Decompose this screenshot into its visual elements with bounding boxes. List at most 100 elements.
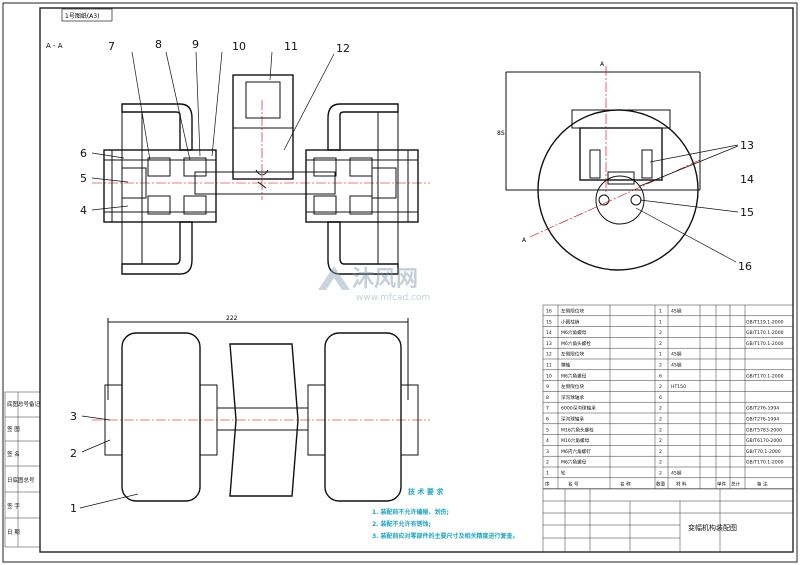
tech-requirements: 技 术 要 求 1. 装配前不允许磕碰、划伤; 2. 装配不允许有锈蚀; 3. … [372, 487, 519, 540]
bom-name-1: 轮 [561, 470, 566, 477]
bom-name-3: M6内六角螺钉 [561, 448, 591, 455]
bom-header-2: 名 称 [620, 480, 631, 487]
bom-qty-16: 1 [659, 309, 662, 315]
bom-header-4: 材 料 [676, 480, 687, 487]
section-mark-bottom: A [522, 237, 527, 244]
bom-header-6: 总计 [731, 480, 741, 487]
bom-material-12: 45钢 [671, 351, 682, 358]
sheet-tag: 1号图纸(A3) [65, 12, 99, 20]
bom-no-1: 1 [546, 471, 549, 477]
bom-qty-14: 2 [659, 330, 662, 336]
bom-qty-3: 2 [659, 449, 662, 455]
dim-height: 8S [497, 130, 505, 137]
callout-9: 9 [192, 38, 199, 51]
bom-name-7: 6000深沟球轴承 [561, 405, 596, 412]
drawing-title: 变幅机构装配图 [688, 523, 737, 532]
callout-10: 10 [232, 40, 246, 53]
bom-standard-10: GB/T170.1-2000 [746, 373, 784, 379]
side-cell-5: 日 期 [7, 529, 20, 536]
section-label: A - A [46, 42, 63, 50]
bom-standard-6: GB/T276-1994 [746, 417, 779, 423]
bom-qty-7: 2 [659, 406, 662, 412]
bom-name-13: M6六角头螺栓 [561, 340, 591, 347]
bom-qty-5: 2 [659, 427, 662, 433]
bom-header-0: 序 [545, 480, 550, 487]
side-cell-2: 签 名 [7, 450, 20, 458]
side-view: 8S A A [497, 61, 701, 271]
side-cell-4: 签 字 [7, 502, 20, 510]
bom-qty-11: 2 [659, 363, 662, 369]
sheet-tag-box [61, 8, 113, 22]
side-cell-3: 日底图总号 [7, 476, 35, 484]
bom-name-12: 左侧限位块 [561, 351, 584, 358]
side-cell-0: 底图总号备记 [7, 400, 41, 408]
bom-standard-14: GB/T170.1-2000 [746, 330, 784, 336]
callout-16: 16 [738, 260, 752, 273]
callout-15: 15 [740, 206, 754, 219]
bom-standard-5: GB/T5783-2000 [746, 427, 782, 433]
callout-6: 6 [80, 147, 87, 160]
bom-qty-10: 6 [659, 373, 662, 379]
watermark-brand: 沐风网 [352, 267, 418, 292]
bom-no-3: 3 [546, 449, 549, 455]
bom-no-4: 4 [546, 438, 549, 444]
front-view: 222 [92, 315, 430, 502]
bom-material-9: HT150 [671, 384, 686, 390]
callouts: 1 2 3 4 5 6 7 8 9 10 11 12 13 15 16 14 [70, 38, 754, 515]
bom-no-16: 16 [546, 309, 552, 315]
callout-12: 12 [336, 42, 350, 55]
bom-standard-4: GB/T6170-2000 [746, 438, 782, 444]
bom-qty-6: 2 [659, 417, 662, 423]
bom-no-13: 13 [546, 341, 552, 347]
watermark-logo-icon [318, 266, 350, 290]
callout-5: 5 [80, 172, 87, 185]
bom-no-5: 5 [546, 427, 549, 433]
watermark: 沐风网 www.mfcad.com [318, 266, 430, 303]
bom-header-5: 单件 [717, 480, 727, 487]
callout-8: 8 [155, 38, 162, 51]
bom-name-6: 深沟球轴承 [561, 416, 584, 423]
inner-frame [39, 7, 794, 553]
callout-4: 4 [80, 204, 87, 217]
bom-name-16: 左侧限位块 [561, 308, 584, 315]
callout-1: 1 [70, 502, 77, 515]
tech-req-3: 3. 装配前应对零部件的主要尺寸及相关精度进行复查。 [372, 532, 519, 540]
bom-no-10: 10 [546, 373, 552, 379]
bom-no-9: 9 [546, 384, 549, 390]
bom-qty-1: 2 [659, 471, 662, 477]
dim-width: 222 [226, 315, 238, 322]
bom-standard-2: GB/T170.1-2000 [746, 460, 784, 466]
bom-no-11: 11 [546, 363, 552, 369]
bom-name-8: 深沟球轴承 [561, 394, 584, 401]
bom-no-2: 2 [546, 460, 549, 466]
bom-name-2: M6六角螺母 [561, 459, 587, 466]
bom-no-12: 12 [546, 352, 552, 358]
callout-3: 3 [70, 410, 77, 423]
bom-no-14: 14 [546, 330, 552, 336]
bom-qty-8: 6 [659, 395, 662, 401]
bom-qty-4: 2 [659, 438, 662, 444]
callout-11: 11 [284, 40, 298, 53]
bom-name-15: 小圆柱销 [561, 318, 580, 325]
bom-standard-13: GB/T170.1-2000 [746, 341, 784, 347]
tech-req-1: 1. 装配前不允许磕碰、划伤; [372, 508, 449, 516]
bom-name-11: 横轴 [561, 362, 571, 369]
bom-qty-12: 1 [659, 352, 662, 358]
bom-name-10: M6六角螺母 [561, 372, 587, 379]
callout-2: 2 [70, 447, 77, 460]
bom-no-6: 6 [546, 417, 549, 423]
bom-name-4: M16六角螺母 [561, 437, 590, 444]
bom-name-9: 左侧限位块 [561, 383, 584, 390]
bom-no-15: 15 [546, 319, 552, 325]
bom-material-1: 45钢 [671, 470, 682, 477]
bom-standard-3: GB/T70.1-2000 [746, 449, 781, 455]
bom-qty-9: 2 [659, 384, 662, 390]
callout-14b: 14 [740, 173, 754, 186]
bom-qty-15: 1 [659, 319, 662, 325]
section-view-aa [92, 74, 430, 275]
bom-name-5: M16六角头螺栓 [561, 426, 594, 433]
bom-no-7: 7 [546, 406, 549, 412]
